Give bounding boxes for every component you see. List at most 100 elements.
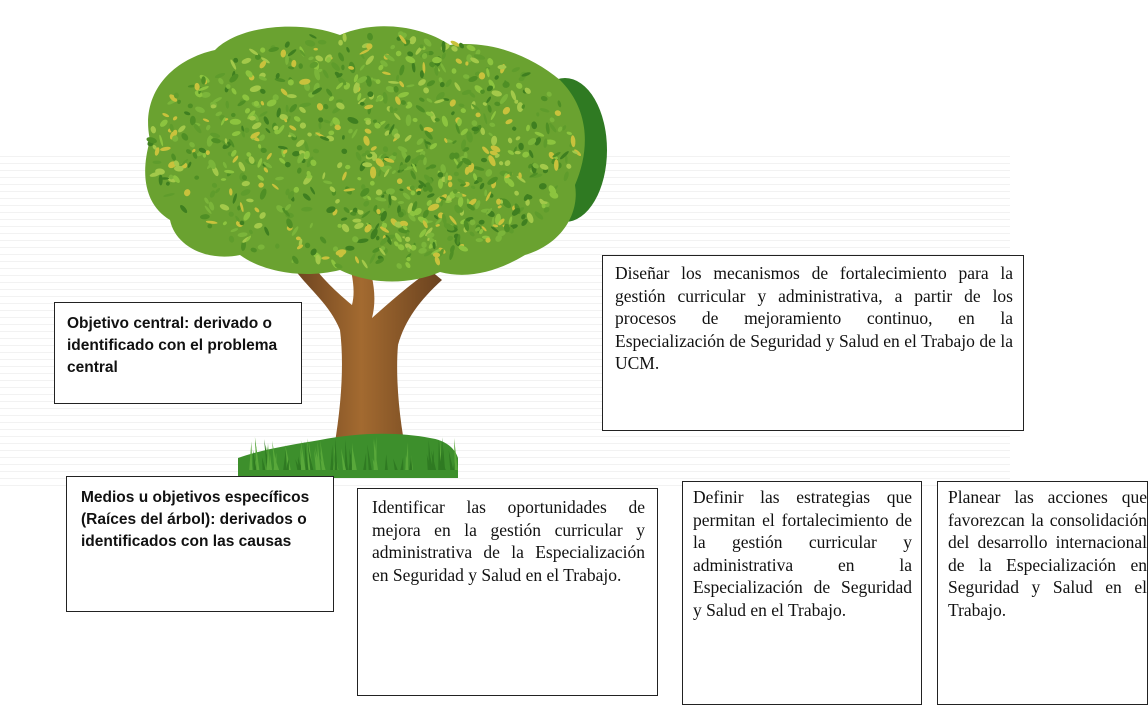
- leaf: [279, 157, 286, 164]
- leaf: [380, 237, 388, 246]
- grass-blade: [283, 450, 287, 470]
- leaf: [233, 57, 239, 63]
- leaf: [426, 80, 436, 87]
- grass-blade: [334, 437, 338, 470]
- leaf: [277, 125, 285, 134]
- leaf: [560, 151, 569, 160]
- grass-blade: [448, 450, 454, 470]
- leaf: [254, 207, 260, 213]
- leaf: [312, 148, 320, 154]
- grass-blade: [430, 456, 434, 470]
- leaf: [337, 162, 343, 169]
- leaf: [293, 116, 301, 122]
- leaf: [374, 122, 381, 129]
- leaf: [463, 74, 470, 79]
- leaf: [426, 199, 432, 206]
- leaf: [257, 174, 265, 181]
- leaf: [521, 72, 531, 77]
- leaf: [237, 205, 241, 211]
- leaf: [266, 152, 272, 160]
- leaf: [317, 39, 327, 45]
- leaf: [487, 58, 494, 66]
- leaf: [277, 145, 288, 150]
- leaf: [416, 190, 422, 196]
- leaf: [335, 99, 344, 104]
- leaf: [574, 149, 582, 157]
- leaf: [259, 188, 267, 200]
- leaf: [308, 56, 314, 61]
- leaf: [450, 40, 460, 47]
- leaf: [241, 130, 245, 138]
- leaf: [428, 164, 437, 169]
- leaf: [287, 79, 294, 86]
- leaf: [215, 111, 223, 117]
- leaf: [445, 79, 452, 87]
- leaf: [461, 89, 472, 96]
- leaf: [491, 135, 498, 146]
- leaf: [309, 222, 313, 229]
- leaf: [242, 94, 250, 101]
- leaf: [406, 84, 415, 88]
- leaf: [419, 229, 427, 238]
- specific-objective-box-1: Identificar las oportunidades de mejora …: [357, 488, 658, 696]
- leaf: [482, 146, 490, 154]
- leaf: [205, 150, 210, 155]
- leaf: [397, 211, 404, 218]
- leaf: [385, 188, 395, 195]
- leaf: [231, 112, 236, 118]
- leaf: [250, 247, 257, 253]
- leaf: [201, 91, 211, 98]
- leaf: [384, 54, 395, 62]
- leaf: [356, 145, 363, 151]
- leaf: [404, 40, 411, 47]
- grass-blade: [363, 452, 367, 470]
- leaf: [382, 92, 388, 104]
- leaf: [415, 105, 426, 113]
- leaf: [180, 159, 189, 167]
- leaf: [184, 111, 191, 116]
- leaf: [457, 196, 464, 208]
- leaf: [481, 226, 487, 232]
- leaf: [169, 94, 178, 102]
- central-objective-label-box: Objetivo central: derivado o identificad…: [54, 302, 302, 404]
- leaf: [298, 63, 303, 69]
- leaf: [487, 176, 498, 185]
- leaf: [362, 162, 373, 168]
- leaf: [304, 150, 310, 159]
- leaf: [460, 128, 468, 136]
- leaf: [361, 184, 366, 190]
- leaf: [220, 140, 229, 146]
- leaf: [292, 255, 299, 264]
- leaf: [357, 97, 366, 105]
- leaf: [341, 135, 345, 140]
- leaf: [177, 99, 181, 104]
- leaf: [460, 108, 466, 114]
- grass-blade: [304, 441, 309, 470]
- grass-blade: [285, 458, 289, 470]
- leaf: [258, 76, 267, 81]
- leaf: [354, 256, 360, 264]
- leaf: [505, 119, 513, 125]
- leaf: [316, 103, 324, 111]
- grass-blade: [372, 458, 377, 470]
- leaf: [375, 158, 385, 167]
- leaf: [146, 137, 157, 144]
- leaf: [431, 249, 441, 255]
- leaf: [379, 226, 390, 233]
- leaf: [521, 219, 528, 226]
- leaf: [531, 121, 538, 130]
- leaf: [241, 57, 252, 64]
- leaf: [351, 128, 358, 139]
- leaf: [299, 78, 311, 85]
- leaf: [488, 155, 496, 167]
- leaf: [490, 226, 499, 233]
- leaf: [323, 180, 333, 185]
- leaf: [424, 130, 433, 140]
- leaf: [159, 177, 170, 180]
- leaf: [342, 33, 347, 42]
- grass-blade: [264, 439, 270, 470]
- leaf: [532, 163, 539, 169]
- leaf: [229, 73, 239, 83]
- leaf: [497, 205, 502, 209]
- leaf: [393, 107, 398, 112]
